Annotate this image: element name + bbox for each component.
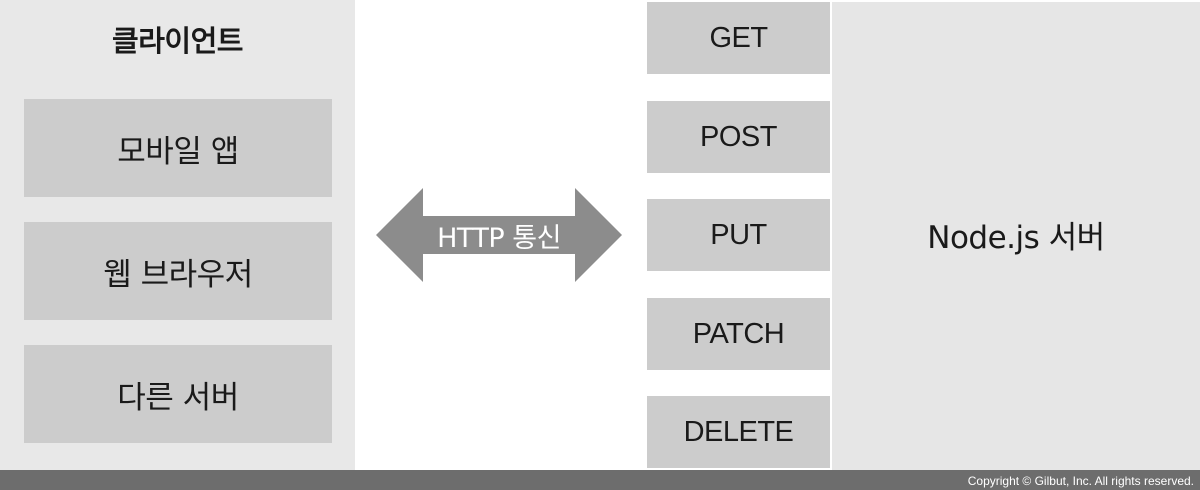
method-label: PATCH (692, 317, 785, 350)
client-item-other-server: 다른 서버 (24, 345, 332, 443)
client-item-web-browser: 웹 브라우저 (24, 222, 332, 320)
client-title: 클라이언트 (112, 24, 243, 58)
method-get: GET (647, 2, 830, 74)
method-label: POST (700, 120, 777, 153)
method-put: PUT (647, 199, 830, 271)
server-panel: Node.js 서버 (832, 2, 1200, 470)
client-item-label: 웹 브라우저 (103, 256, 253, 293)
method-label: PUT (710, 218, 767, 251)
method-post: POST (647, 101, 830, 173)
http-communication-arrow: HTTP 통신 (376, 188, 622, 282)
client-item-label: 다른 서버 (117, 379, 239, 416)
method-patch: PATCH (647, 298, 830, 370)
client-item-label: 모바일 앱 (117, 133, 239, 170)
client-item-mobile-app: 모바일 앱 (24, 99, 332, 197)
arrow-label: HTTP 통신 (437, 222, 561, 254)
server-label: Node.js 서버 (927, 219, 1105, 256)
copyright-text: Copyright © Gilbut, Inc. All rights rese… (967, 474, 1194, 488)
method-delete: DELETE (647, 396, 830, 468)
method-label: GET (709, 21, 768, 54)
double-arrow-shape (376, 188, 622, 282)
footer-bar: Copyright © Gilbut, Inc. All rights rese… (0, 470, 1200, 490)
double-arrow-icon (376, 188, 622, 282)
client-panel: 클라이언트 모바일 앱 웹 브라우저 다른 서버 (0, 0, 355, 470)
method-label: DELETE (683, 415, 794, 448)
